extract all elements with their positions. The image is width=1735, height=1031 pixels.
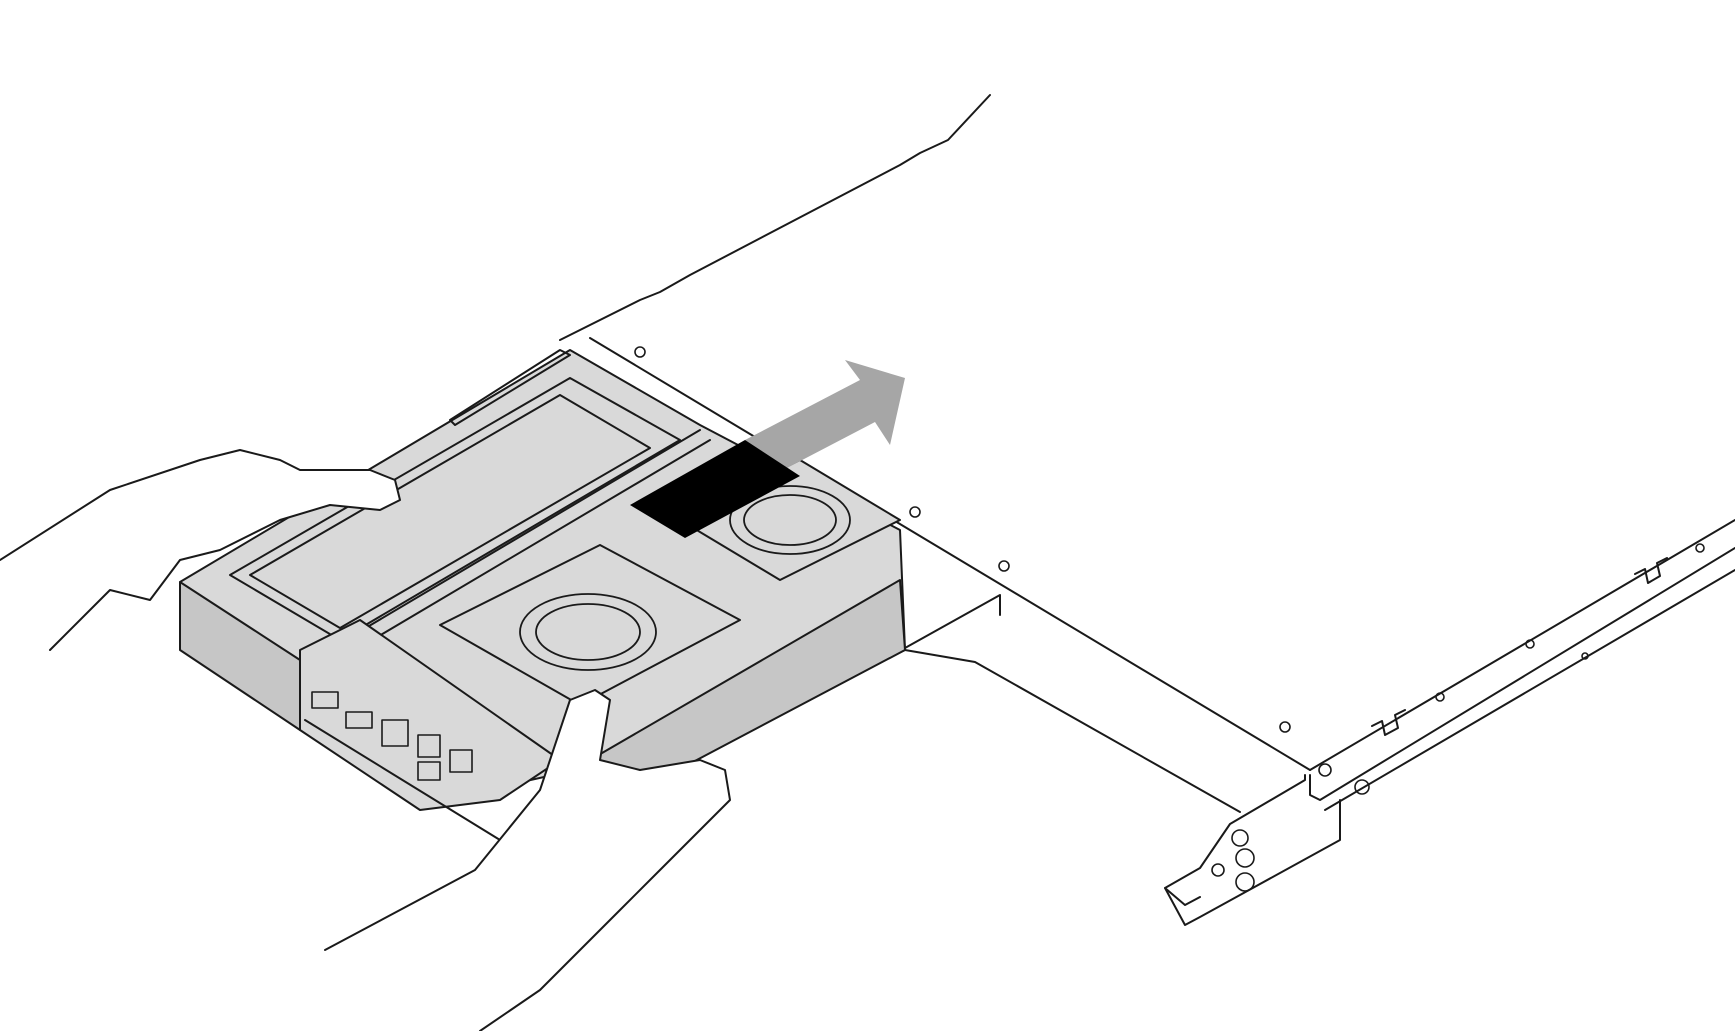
chassis-inner-slot-edge	[904, 594, 1001, 649]
fan-icon	[743, 494, 837, 546]
label-block	[630, 440, 800, 538]
front-io-ports	[311, 691, 473, 781]
fan-icon	[535, 603, 641, 661]
chassis-top-back-edge	[559, 94, 991, 341]
chassis-right-top-edge	[1309, 519, 1735, 771]
fan-icon	[729, 485, 851, 555]
module-fan-cage	[439, 544, 741, 706]
screw	[1695, 543, 1705, 553]
chassis-rail-notch-1	[1371, 709, 1406, 736]
screw	[909, 506, 921, 518]
fans	[519, 485, 851, 671]
port	[381, 719, 409, 747]
bracket-screw	[1235, 848, 1255, 868]
port	[449, 749, 473, 773]
screw	[1525, 639, 1535, 649]
left-hand	[0, 449, 401, 651]
chassis-bracket-flange	[1164, 887, 1201, 906]
chassis-rail-lower-edge	[1309, 547, 1735, 801]
chassis-top-front-edge	[589, 337, 1311, 771]
module-top-panel-inner	[249, 394, 651, 629]
module-front-edge	[304, 719, 501, 841]
module-top-panel	[229, 377, 681, 641]
screw	[1318, 763, 1332, 777]
screw	[998, 560, 1010, 572]
module-front-face	[299, 619, 561, 811]
chassis-bottom-tray-edge	[904, 649, 1241, 813]
port	[311, 691, 339, 709]
screw	[1354, 779, 1370, 795]
module-divider-rail	[319, 429, 711, 666]
bracket-screw	[1231, 829, 1249, 847]
port	[417, 761, 441, 781]
port	[345, 711, 373, 729]
bracket-screw	[1211, 863, 1225, 877]
bracket-screw	[1235, 872, 1255, 892]
module-handle-back	[449, 349, 571, 426]
screw	[1435, 692, 1445, 702]
screw	[634, 346, 646, 358]
chassis-rail-notch-2	[1634, 557, 1668, 584]
chassis	[559, 94, 1735, 926]
right-hand	[324, 689, 731, 1031]
fan-icon	[519, 593, 657, 671]
hands	[0, 449, 731, 1031]
screw	[1581, 652, 1589, 660]
arrow-up-right-icon	[745, 360, 905, 482]
chassis-rail-bottom-edge	[1324, 569, 1735, 811]
screw	[1279, 721, 1291, 733]
port	[417, 734, 441, 758]
